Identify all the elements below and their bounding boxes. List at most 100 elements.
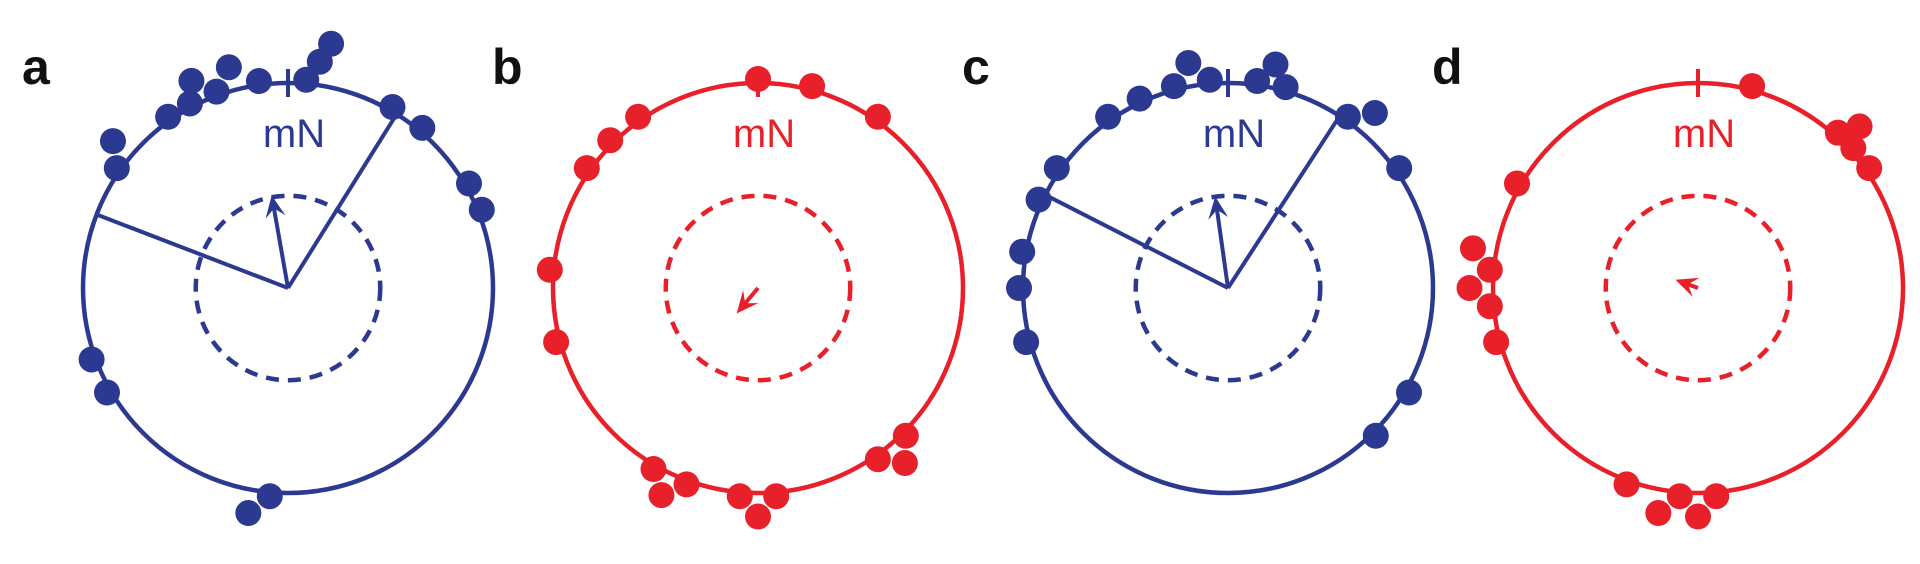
- data-point: [203, 78, 230, 105]
- panel-c: c mN: [940, 0, 1436, 564]
- data-point: [1025, 186, 1052, 213]
- panel-letter: b: [492, 39, 523, 95]
- data-point: [726, 483, 753, 510]
- data-point: [1739, 73, 1766, 100]
- data-point: [1483, 329, 1510, 356]
- data-point: [1006, 275, 1032, 301]
- data-point: [215, 54, 242, 81]
- data-point: [1095, 103, 1122, 130]
- data-point: [1856, 155, 1883, 182]
- data-point: [1262, 51, 1289, 78]
- data-point: [745, 66, 771, 92]
- data-point: [78, 346, 105, 373]
- data-point: [245, 68, 272, 95]
- data-point: [763, 483, 790, 510]
- data-point: [864, 446, 891, 473]
- data-point: [1043, 155, 1070, 182]
- data-point: [99, 128, 126, 155]
- panel-d: d mN: [1410, 0, 1906, 564]
- circular-plot-b: mN: [536, 66, 966, 530]
- data-point: [1013, 329, 1040, 356]
- north-label: mN: [733, 112, 795, 156]
- panel-b: b mN: [470, 0, 966, 564]
- data-point: [1160, 73, 1187, 100]
- data-point: [1685, 503, 1711, 530]
- data-point: [1272, 74, 1299, 101]
- north-label: mN: [263, 112, 325, 156]
- mean-vector-shaft: [1215, 209, 1230, 289]
- confidence-line-1: [1044, 193, 1229, 290]
- circular-plot-d: mN: [1456, 69, 1906, 530]
- panel-letter: a: [22, 39, 50, 95]
- data-point: [543, 329, 570, 356]
- panel-a: a mN: [0, 0, 496, 564]
- significance-circle: [1133, 193, 1323, 383]
- significance-circle: [663, 193, 853, 383]
- data-point: [673, 471, 700, 498]
- data-point: [178, 67, 205, 94]
- data-point: [1334, 103, 1361, 130]
- data-point: [235, 500, 262, 527]
- data-point: [455, 170, 482, 197]
- panel-letter: c: [962, 39, 990, 95]
- data-point: [640, 455, 667, 482]
- data-point: [468, 196, 495, 223]
- significance-circle: [1603, 193, 1793, 383]
- data-point: [176, 90, 203, 117]
- data-point: [379, 94, 406, 121]
- data-point: [1645, 500, 1672, 527]
- mean-vector-head: [1675, 277, 1700, 297]
- data-point: [155, 103, 182, 130]
- data-point: [864, 103, 891, 130]
- data-point: [799, 73, 826, 100]
- mean-vector-head: [265, 195, 286, 219]
- data-point: [597, 127, 624, 154]
- data-point: [1175, 49, 1202, 76]
- data-point: [1476, 256, 1503, 283]
- data-point: [1126, 85, 1153, 112]
- data-point: [1703, 483, 1730, 510]
- confidence-line-1: [95, 212, 289, 290]
- data-point: [1459, 235, 1486, 262]
- data-point: [293, 66, 320, 93]
- mean-vector-head: [1208, 196, 1229, 220]
- data-point: [891, 450, 918, 477]
- data-point: [1666, 483, 1693, 510]
- data-point: [536, 256, 563, 283]
- data-point: [1196, 66, 1223, 93]
- data-point: [1386, 155, 1413, 182]
- data-point: [745, 503, 771, 530]
- data-point: [1476, 293, 1503, 320]
- confidence-line-2: [1226, 114, 1342, 290]
- data-point: [573, 155, 600, 182]
- significance-circle: [193, 193, 383, 383]
- data-point: [1362, 422, 1389, 449]
- circular-plot-c: mN: [1006, 49, 1436, 496]
- mean-vector-head: [736, 290, 759, 314]
- data-point: [103, 155, 130, 182]
- mean-vector-shaft: [271, 207, 290, 289]
- panel-letter: d: [1432, 39, 1463, 95]
- north-label: mN: [1203, 112, 1265, 156]
- north-label: mN: [1673, 112, 1735, 156]
- data-point: [648, 482, 675, 509]
- data-point: [1504, 170, 1531, 197]
- data-point: [1009, 238, 1036, 265]
- data-point: [1361, 99, 1388, 126]
- mean-vector-shaft: [1687, 282, 1699, 290]
- data-point: [1395, 379, 1422, 406]
- data-point: [1456, 275, 1483, 301]
- data-point: [892, 422, 919, 449]
- data-point: [94, 379, 121, 406]
- mean-vector-shaft: [743, 286, 760, 305]
- data-point: [1244, 68, 1271, 95]
- data-point: [409, 114, 436, 141]
- data-point: [318, 30, 345, 57]
- data-point: [256, 483, 283, 510]
- data-point: [1846, 113, 1873, 140]
- confidence-line-2: [286, 113, 399, 290]
- data-point: [1613, 471, 1640, 498]
- data-point: [625, 103, 652, 130]
- data-point: [1840, 135, 1867, 162]
